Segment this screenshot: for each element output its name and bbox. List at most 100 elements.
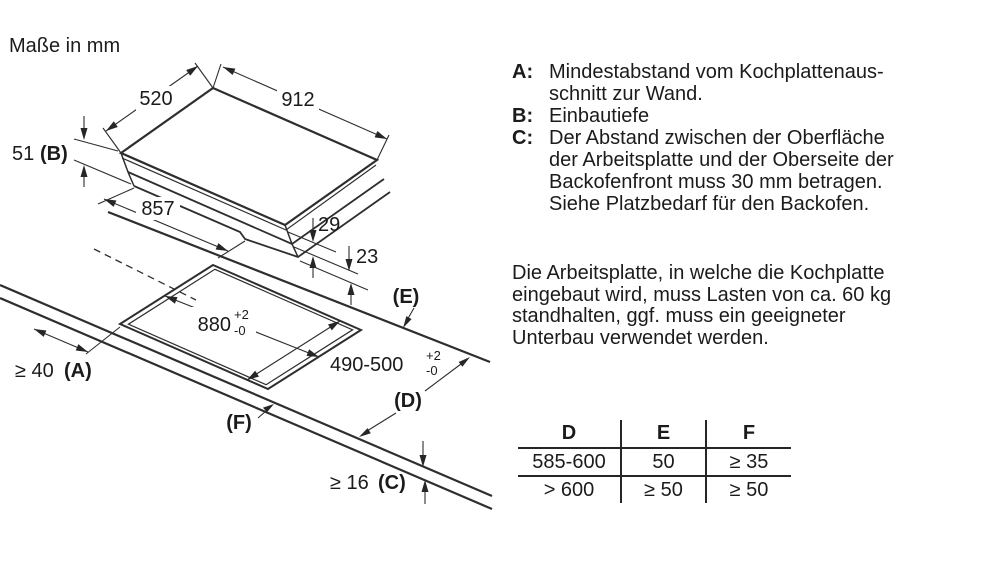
table-header-f: F [705, 420, 791, 449]
legend-letter-c: C: [512, 127, 534, 149]
dim-520-label: 520 [139, 88, 172, 110]
legend-line: Einbautiefe [549, 105, 650, 127]
cooktop-right-step-profile [284, 224, 299, 258]
arrow-857-a [104, 199, 117, 207]
dim-490-500-line [246, 320, 341, 381]
dim-912-extensions [212, 63, 390, 161]
worktop-note-paragraph: Die Arbeitsplatte, in welche die Kochpla… [512, 262, 982, 349]
leader-d-back-line [424, 363, 462, 392]
arrow-520-a [186, 66, 198, 76]
dim-16-arrow-shafts [422, 441, 426, 504]
arrow-leader-d-front [359, 428, 371, 437]
table-cell: 50 [620, 448, 706, 477]
label-backgrounds [136, 86, 319, 337]
worktop-front-edge-top-line [0, 283, 493, 498]
table-cell: > 600 [543, 478, 595, 501]
arrow-23-down [345, 259, 353, 271]
leader-d-front-line [366, 412, 397, 432]
arrow-29-down [309, 230, 317, 242]
dim-51-value: 51 [12, 143, 34, 165]
legend-line: der Arbeitsplatte und der Oberseite der [549, 149, 894, 171]
arrow-23-up [347, 283, 355, 295]
thickness-letter: (C) [378, 472, 406, 494]
cutout-outline [117, 263, 364, 391]
arrow-912-a [223, 67, 236, 75]
worktop-back-edge-line [107, 210, 491, 364]
legend-letter-b: B: [512, 105, 534, 127]
dim-40-extension [85, 326, 121, 355]
legend-line: Mindestabstand vom Kochplattenaus- [549, 61, 884, 83]
arrow-51-down [80, 128, 88, 140]
dim-23-arrow-shafts [348, 246, 352, 305]
paragraph-line: eingebaut wird, muss Lasten von ca. 60 k… [512, 283, 892, 306]
arrow-16-up [421, 480, 429, 492]
table-cell: ≥ 35 [705, 448, 791, 477]
label-e: (E) [393, 286, 420, 308]
table-header-d: D [518, 420, 621, 449]
legend-line: Siehe Platzbedarf für den Backofen. [549, 193, 870, 215]
arrow-29-up [309, 256, 317, 268]
arrowheads [34, 66, 470, 492]
cutout-depth-tol-minus: -0 [426, 363, 438, 378]
arrow-880-b [306, 349, 319, 357]
arrow-912-b [374, 131, 387, 139]
arrow-857-b [215, 243, 228, 251]
legend-line: Backofenfront muss 30 mm betragen. [549, 171, 883, 193]
arrow-40-a [34, 329, 47, 337]
cutout-width-tol-minus: -0 [234, 323, 246, 338]
dim-857-label: 857 [141, 198, 174, 220]
cooktop-drawing [118, 86, 391, 258]
dim-912-label: 912 [281, 89, 314, 111]
dim-51-extensions [73, 138, 132, 185]
paragraph-line: standhalten, ggf. muss ein geeigneter [512, 305, 846, 327]
arrow-leader-d-back [458, 357, 470, 367]
dim-23-label: 23 [356, 246, 378, 268]
arrow-leader-e [403, 316, 412, 328]
installation-diagram: Maße in mm [0, 35, 493, 511]
leader-f-line [257, 410, 267, 419]
arrow-16-down [419, 455, 427, 467]
table-cell: 585-600 [518, 448, 621, 477]
legend: A: Mindestabstand vom Kochplattenaus- sc… [512, 61, 982, 215]
worktop-drawing [0, 210, 493, 511]
dim-29-label: 29 [318, 214, 340, 236]
paragraph-line: Die Arbeitsplatte, in welche die Kochpla… [512, 262, 885, 284]
paragraph-line: Unterbau verwendet werden. [512, 326, 769, 349]
dim-857-extensions [97, 187, 246, 259]
legend-line: schnitt zur Wand. [549, 83, 703, 105]
arrow-490-b [247, 370, 259, 380]
label-f: (F) [226, 412, 252, 434]
table-header-e: E [620, 420, 706, 449]
clearance-table: D E F 585-600 50 ≥ 35 > 600 ≥ 50 ≥ 50 [518, 420, 791, 503]
cooktop-glass-edge-line [121, 157, 377, 231]
cutout-width-label: 880 [198, 314, 231, 336]
legend-item-b: B: Einbautiefe [512, 105, 982, 127]
cooktop-left-step-profile [120, 152, 135, 187]
thickness-value: ≥ 16 [330, 472, 369, 494]
cutout-inner-line [127, 268, 354, 386]
label-d: (D) [394, 390, 422, 412]
legend-letter-a: A: [512, 61, 534, 83]
table-row: 585-600 50 ≥ 35 [518, 448, 791, 477]
table-row: > 600 ≥ 50 ≥ 50 [518, 476, 791, 503]
dim-520-extensions [102, 62, 214, 154]
arrow-490-a [328, 321, 340, 331]
arrow-40-b [75, 344, 88, 352]
dim-857-line [103, 198, 229, 252]
legend-item-a: A: Mindestabstand vom Kochplattenaus- sc… [512, 61, 982, 105]
table-cell: ≥ 50 [620, 476, 706, 503]
wall-clearance-value: ≥ 40 [15, 360, 54, 382]
table-cell: ≥ 50 [705, 476, 791, 503]
cutout-depth-tol-plus: +2 [426, 348, 441, 363]
legend-item-c: C: Der Abstand zwischen der Oberfläche d… [512, 127, 982, 215]
worktop-front-edge-bottom-line [0, 296, 493, 511]
cutout-depth-label: 490-500 [330, 354, 403, 376]
arrow-520-b [106, 121, 118, 131]
wall-dashed-line [93, 248, 197, 301]
table-header-row: D E F [518, 420, 791, 449]
wall-clearance-letter: (A) [64, 360, 92, 382]
arrow-leader-f [263, 404, 274, 413]
legend-line: Der Abstand zwischen der Oberfläche [549, 127, 885, 149]
cutout-width-tol-plus: +2 [234, 307, 249, 322]
